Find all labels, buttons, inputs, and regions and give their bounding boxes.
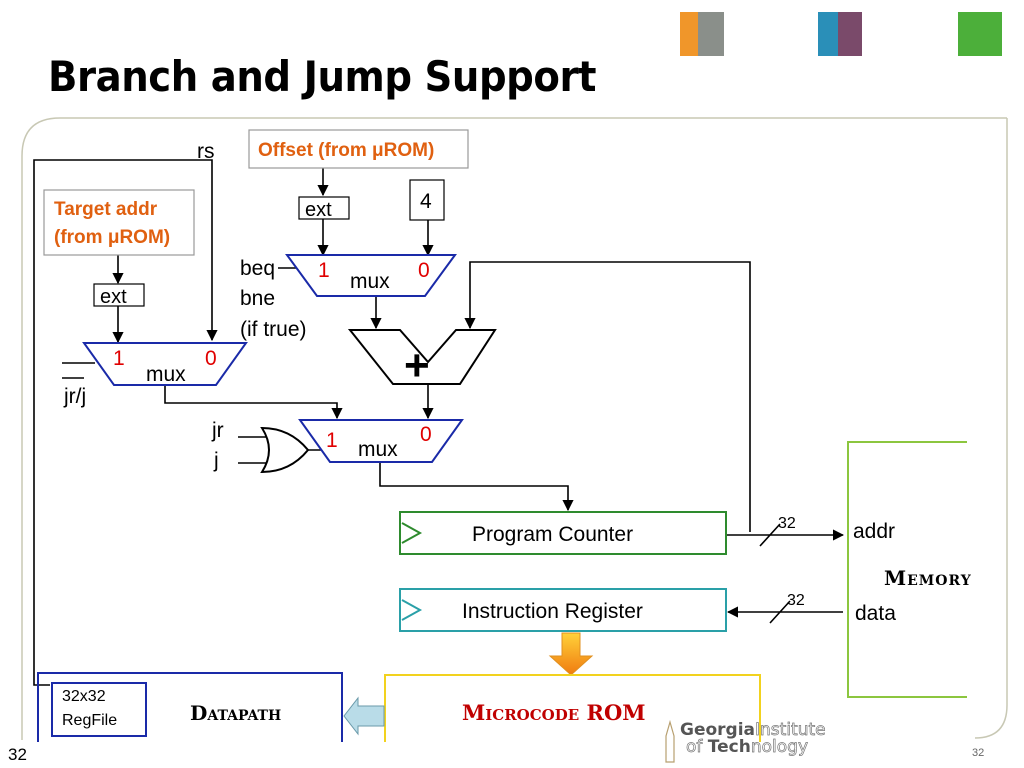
microcode-label: Microcode ROM xyxy=(462,700,645,725)
logo-line1-bold: Georgia xyxy=(680,720,755,740)
datapath-block xyxy=(37,672,343,742)
slide-frame xyxy=(21,117,1007,740)
mux-bottom-label: mux xyxy=(358,438,398,461)
memory-block xyxy=(847,441,967,698)
mux-to-pc-wire xyxy=(379,462,574,512)
ext-label-top: ext xyxy=(305,199,332,221)
logo-line1: GeorgiaInstitute xyxy=(680,720,826,740)
beq-label: beq xyxy=(240,257,275,280)
ext-box-top xyxy=(298,196,350,220)
data-bus-width: 32 xyxy=(787,592,805,609)
rs-wire xyxy=(33,159,218,686)
page-number-right: 32 xyxy=(972,747,984,759)
mux-bottom-in1: 1 xyxy=(326,429,338,452)
addr-label: addr xyxy=(853,520,895,543)
georgia-tech-logo: GeorgiaInstitute of Technology xyxy=(665,719,826,763)
logo-line2-light: of xyxy=(686,737,708,757)
adder-symbol: + xyxy=(404,341,430,390)
pc-clock-icon xyxy=(401,522,423,544)
mux-left-label: mux xyxy=(146,363,186,386)
page-number-left: 32 xyxy=(8,745,27,764)
regfile-line2: RegFile xyxy=(62,712,117,729)
adder xyxy=(347,329,497,385)
mux-offset xyxy=(285,254,457,297)
mux-offset-in1: 1 xyxy=(318,259,330,282)
orange-photo-square xyxy=(680,12,724,56)
if-true-label: (if true) xyxy=(240,318,307,341)
addr-bus-slash xyxy=(759,523,781,547)
microcode-rom xyxy=(384,674,761,742)
circuit-photo-icon xyxy=(838,12,862,56)
regfile-line1: 32x32 xyxy=(62,688,106,705)
jrj-label: jr/j xyxy=(63,385,86,408)
data-label: data xyxy=(855,602,896,625)
instruction-register xyxy=(399,588,727,632)
tech-tower-icon xyxy=(665,719,675,763)
program-counter xyxy=(399,511,727,555)
green-square xyxy=(958,12,1002,56)
leftmux-to-mux-wire xyxy=(164,385,343,420)
jr-label: jr xyxy=(211,419,224,442)
mux-left-in1: 1 xyxy=(113,347,125,370)
offset-box xyxy=(248,129,469,169)
blue-photo-square xyxy=(818,12,862,56)
ir-label: Instruction Register xyxy=(462,600,643,623)
microcode-to-datapath-arrow xyxy=(343,696,385,736)
const-four-label: 4 xyxy=(420,190,432,213)
ext-label-left: ext xyxy=(100,286,127,308)
slide-frame-right xyxy=(974,118,1008,739)
mux-bottom-in0: 0 xyxy=(420,423,432,446)
target-addr-line1: Target addr xyxy=(54,199,158,220)
data-bus-slash xyxy=(769,600,791,624)
slide-title: Branch and Jump Support xyxy=(48,52,597,101)
ir-to-microcode-arrow xyxy=(548,632,594,676)
or-gate xyxy=(260,426,310,474)
target-addr-box xyxy=(43,189,195,256)
rs-label: rs xyxy=(197,140,215,163)
mux-left-in0: 0 xyxy=(205,347,217,370)
pc-feedback-wire xyxy=(464,261,751,532)
ext-box-left xyxy=(93,283,145,307)
logo-line2-bold: Tech xyxy=(708,737,751,757)
building-photo-icon xyxy=(698,12,724,56)
addr-bus-width: 32 xyxy=(778,515,796,532)
ir-clock-icon xyxy=(401,599,423,621)
mux-bottom xyxy=(298,419,464,463)
mux-offset-in0: 0 xyxy=(418,259,430,282)
target-addr-line2: (from μROM) xyxy=(54,227,170,248)
wires xyxy=(33,159,845,686)
mux-offset-label: mux xyxy=(350,270,390,293)
memory-label: Memory xyxy=(884,566,972,590)
j-label: j xyxy=(213,449,219,472)
const-four-box xyxy=(409,179,445,221)
logo-line2-rest: nology xyxy=(751,737,808,757)
regfile xyxy=(51,682,147,737)
offset-label: Offset (from μROM) xyxy=(258,140,434,161)
datapath-label: Datapath xyxy=(190,701,281,725)
bne-label: bne xyxy=(240,287,275,310)
logo-line1-light: Institute xyxy=(755,720,826,740)
logo-line2: of Technology xyxy=(686,737,808,757)
mux-left xyxy=(82,342,248,386)
pc-label: Program Counter xyxy=(472,523,633,546)
